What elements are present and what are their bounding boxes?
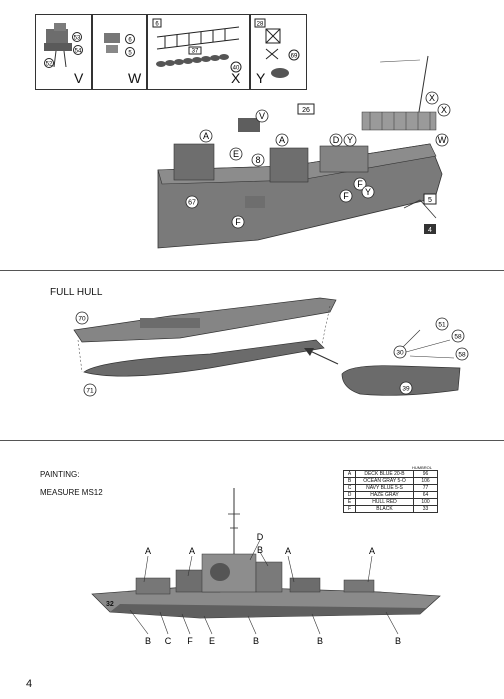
inset-x-part-37: 37 <box>192 49 199 55</box>
inset-w-box: 6 5 W <box>91 14 148 90</box>
inset-x-letter: X <box>231 70 241 86</box>
section-divider-1 <box>0 270 504 271</box>
inset-v-box: 53 54 52 V <box>35 14 93 90</box>
inset-x-drawing: 6 37 40 <box>152 18 242 73</box>
inset-y-part-69: 69 <box>291 54 298 60</box>
paint-table: A DECK BLUE 20-B 96 B OCEAN GRAY 5-O 106… <box>343 470 438 513</box>
painting-title: PAINTING: <box>40 470 80 479</box>
table-row: F BLACK 33 <box>343 505 438 513</box>
paint-callout-top-a-1: A <box>145 546 151 556</box>
painting-measure: MEASURE MS12 <box>40 488 103 497</box>
step-callout-d: D <box>333 135 340 145</box>
inset-y-drawing: 28 69 <box>254 18 300 78</box>
step-callout-a-1: A <box>203 131 209 141</box>
paint-callout-bottom-b-4: B <box>395 636 401 646</box>
step-callout-y-1: Y <box>347 135 353 145</box>
inset-v-letter: V <box>74 70 84 86</box>
step-callout-x-1: X <box>429 93 435 103</box>
step-ship-assembly: A V A E D W X X 8 Y F F F Y 67 5 4 26 <box>157 55 451 249</box>
full-hull-part-30: 30 <box>396 350 404 357</box>
paint-callout-top-a-3: A <box>285 546 291 556</box>
step-callout-4: 4 <box>428 227 432 234</box>
full-hull-part-51: 51 <box>438 322 446 329</box>
paint-code: A <box>343 470 356 478</box>
paint-callout-bottom-c: C <box>165 636 172 646</box>
paint-callout-bottom-e: E <box>209 636 215 646</box>
inset-y-letter: Y <box>256 70 266 86</box>
hull-number: 32 <box>106 601 114 608</box>
paint-callout-bottom-f: F <box>187 636 193 646</box>
paint-callout-bottom-b-2: B <box>253 636 259 646</box>
step-callout-5: 5 <box>428 197 432 204</box>
step-callout-26: 26 <box>302 107 310 114</box>
inset-v-part-54: 54 <box>75 49 82 55</box>
inset-w-part-5: 5 <box>128 51 132 57</box>
full-hull-title: FULL HULL <box>50 287 103 298</box>
step-callout-f-1: F <box>235 217 241 227</box>
paint-callout-top-b: B <box>257 545 263 555</box>
paint-callout-bottom-b-3: B <box>317 636 323 646</box>
inset-w-part-6: 6 <box>128 38 132 44</box>
inset-y-part-28: 28 <box>257 22 264 28</box>
inset-x-box: 6 37 40 X <box>146 14 251 90</box>
step-callout-e: E <box>233 149 239 159</box>
paint-callout-top-a-2: A <box>189 546 195 556</box>
inset-x-part-40: 40 <box>233 66 240 72</box>
step-callout-v: V <box>259 111 265 121</box>
full-hull-diagram: 70 71 30 39 51 58 58 <box>73 297 469 397</box>
step-callout-67: 67 <box>188 200 196 207</box>
full-hull-part-39: 39 <box>402 386 410 393</box>
inset-v-part-53: 53 <box>74 36 81 42</box>
inset-v-drawing: 53 54 52 <box>44 23 83 68</box>
table-row: A DECK BLUE 20-B 96 <box>343 470 438 478</box>
section-divider-2 <box>0 440 504 441</box>
step-callout-w: W <box>438 135 447 145</box>
step-callout-a-2: A <box>279 135 285 145</box>
step-callout-8: 8 <box>255 155 260 165</box>
step-callout-y-2: Y <box>365 187 371 197</box>
paint-number: 96 <box>413 470 438 478</box>
paint-callout-bottom-b-1: B <box>145 636 151 646</box>
paint-table-header: HUMBROL <box>412 465 433 470</box>
step-callout-f-3: F <box>357 179 363 189</box>
inset-w-drawing: 6 5 <box>104 33 135 57</box>
inset-v-part-52: 52 <box>46 62 53 68</box>
painting-ship-profile: A A D B A A B C F E B B B 32 <box>91 488 441 646</box>
full-hull-part-71: 71 <box>86 388 94 395</box>
step-callout-x-2: X <box>441 105 447 115</box>
paint-callout-top-a-4: A <box>369 546 375 556</box>
paint-number: 33 <box>413 505 438 513</box>
page-number: 4 <box>26 678 33 690</box>
inset-w-letter: W <box>128 70 142 86</box>
full-hull-part-58-1: 58 <box>454 334 462 341</box>
step-callout-f-2: F <box>343 191 349 201</box>
inset-y-box: 28 69 Y <box>249 14 307 90</box>
full-hull-part-58-2: 58 <box>458 352 466 359</box>
full-hull-part-70: 70 <box>78 316 86 323</box>
inset-x-part-6: 6 <box>155 22 159 28</box>
paint-callout-top-d: D <box>257 532 264 542</box>
paint-name: DECK BLUE 20-B <box>355 470 414 478</box>
